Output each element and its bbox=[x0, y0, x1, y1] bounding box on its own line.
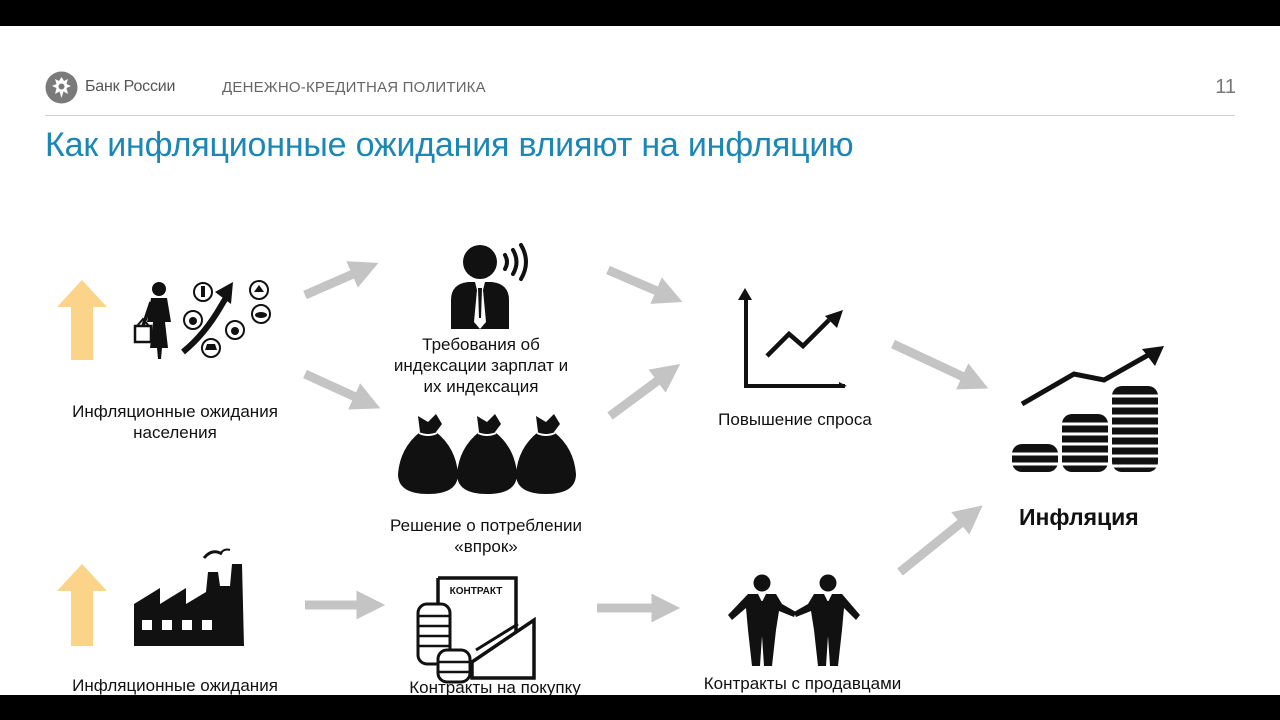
label-purchase-contracts: Контракты на покупку bbox=[370, 677, 620, 695]
bottom-black-bar bbox=[0, 695, 1280, 720]
inflation-coins-icon bbox=[1012, 346, 1164, 476]
arrow-consumption-to-demand bbox=[610, 376, 664, 416]
arrow-population-to-wages bbox=[305, 271, 360, 295]
arrow-population-to-consumption bbox=[305, 374, 362, 400]
up-arrow-icon bbox=[57, 280, 107, 360]
arrow-demand-to-inflation bbox=[893, 344, 970, 380]
speaking-man-icon bbox=[448, 242, 538, 329]
label-business-expectations: Инфляционные ожидания bbox=[50, 675, 300, 695]
contract-with-coins-icon: КОНТРАКТ bbox=[416, 574, 538, 686]
label-consumption-decision: Решение о потреблении «впрок» bbox=[356, 515, 616, 557]
label-inflation: Инфляция bbox=[1019, 504, 1139, 531]
up-arrow-icon bbox=[57, 564, 107, 646]
money-bags-icon bbox=[398, 408, 576, 498]
shopper-with-goods-icon bbox=[135, 274, 275, 364]
slide: Банк России ДЕНЕЖНО-КРЕДИТНАЯ ПОЛИТИКА 1… bbox=[0, 26, 1280, 695]
label-demand-increase: Повышение спроса bbox=[700, 409, 890, 430]
arrow-sellers-to-inflation bbox=[900, 518, 967, 572]
contract-label: КОНТРАКТ bbox=[450, 586, 503, 597]
handshake-businessmen-icon bbox=[724, 574, 864, 666]
label-wage-indexation: Требования об индексации зарплат и их ин… bbox=[356, 334, 606, 397]
label-population-expectations: Инфляционные ожидания населения bbox=[50, 401, 300, 443]
arrow-wages-to-demand bbox=[608, 270, 664, 294]
label-seller-contracts: Контракты с продавцами bbox=[680, 673, 925, 694]
demand-chart-icon bbox=[737, 288, 847, 393]
factory-icon bbox=[134, 536, 246, 646]
